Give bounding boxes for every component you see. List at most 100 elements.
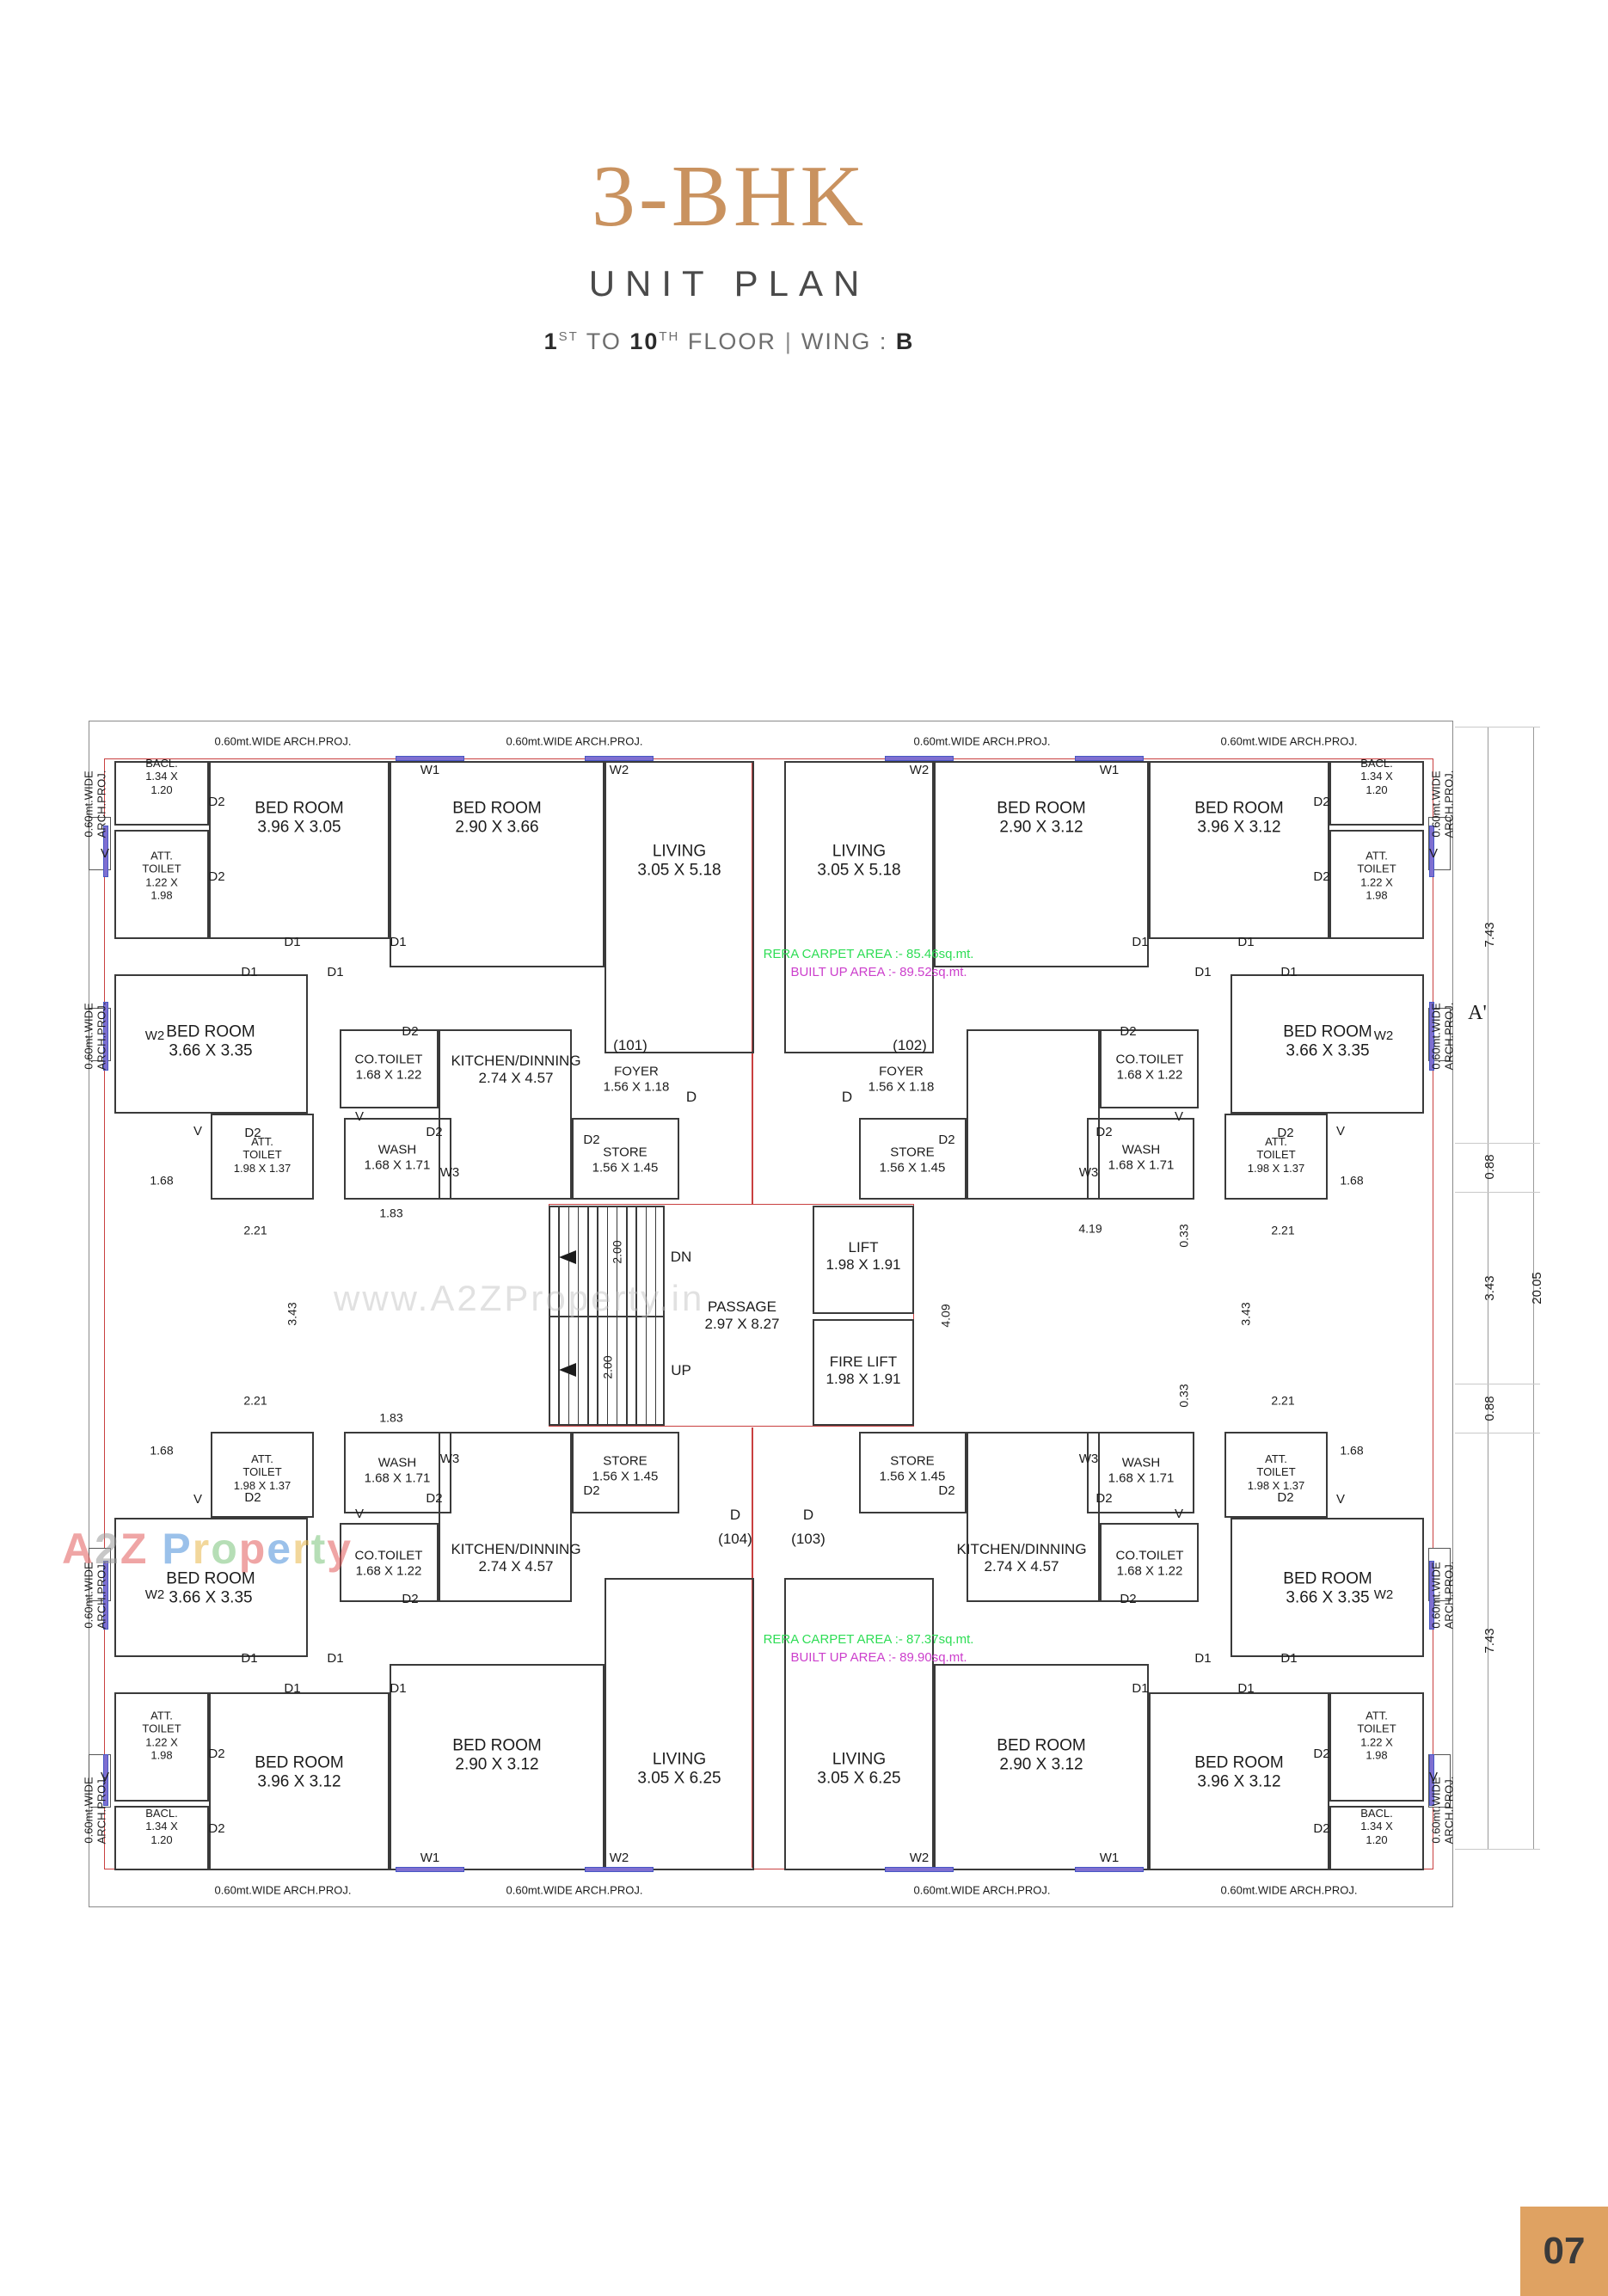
door-mark: D2 bbox=[1096, 1125, 1113, 1140]
floor-mid: TO bbox=[578, 328, 630, 354]
room-label-co-toilet-103: CO.TOILET 1.68 X 1.22 bbox=[1115, 1548, 1184, 1578]
floor-to-suffix: TH bbox=[659, 329, 680, 344]
archproj-label-side: 0.60mt.WIDE ARCH.PROJ. bbox=[1429, 770, 1456, 838]
vent-mark: V bbox=[100, 846, 110, 862]
door-mark: D1 bbox=[1194, 965, 1212, 980]
window-strip bbox=[585, 1867, 654, 1872]
door-mark: D2 bbox=[426, 1491, 443, 1507]
dim-label: 3.43 bbox=[285, 1302, 299, 1326]
unit-number-103: (103) bbox=[791, 1530, 825, 1547]
room-att-toilet-b-102 bbox=[1224, 1114, 1328, 1200]
window-mark: W1 bbox=[1099, 763, 1120, 778]
room-label-wash-103: WASH 1.68 X 1.71 bbox=[1108, 1455, 1175, 1485]
watermark-letter: o bbox=[211, 1525, 239, 1573]
door-mark: D2 bbox=[1096, 1491, 1113, 1507]
room-label-bacl-103: BACL. 1.34 X 1.20 bbox=[1360, 1807, 1393, 1846]
watermark-letter: p bbox=[238, 1525, 267, 1573]
door-mark: D2 bbox=[402, 1592, 419, 1607]
window-mark: W1 bbox=[1099, 1851, 1120, 1866]
archproj-label-side: 0.60mt.WIDE ARCH.PROJ. bbox=[1429, 1002, 1456, 1071]
note-builtup-102: BUILT UP AREA :- 89.52sq.mt. bbox=[790, 965, 967, 980]
window-mark: W2 bbox=[609, 763, 629, 778]
room-kitchen-102 bbox=[967, 1029, 1100, 1200]
archproj-label-side: 0.60mt.WIDE ARCH.PROJ. bbox=[82, 770, 108, 838]
window-strip bbox=[885, 1867, 954, 1872]
window-strip bbox=[1075, 756, 1144, 761]
window-mark: W3 bbox=[1078, 1165, 1099, 1181]
watermark-letter: r bbox=[292, 1525, 311, 1573]
room-label-att-toilet-a-101: ATT. TOILET 1.22 X 1.98 bbox=[142, 849, 181, 902]
room-wash-101 bbox=[344, 1118, 451, 1200]
chain-dim: 0.88 bbox=[1482, 1154, 1498, 1180]
window-strip bbox=[103, 1002, 108, 1071]
note-rera-102: RERA CARPET AREA :- 85.46sq.mt. bbox=[763, 947, 974, 962]
vent-mark: V bbox=[193, 1124, 203, 1139]
room-bedroom-3-101 bbox=[114, 974, 308, 1114]
vent-mark: V bbox=[1335, 1492, 1346, 1507]
vent-mark: V bbox=[1335, 1124, 1346, 1139]
room-store-104 bbox=[572, 1432, 679, 1513]
door-mark: D2 bbox=[583, 1133, 600, 1148]
stair-direction-arrow bbox=[559, 1250, 576, 1264]
room-label-co-toilet-102: CO.TOILET 1.68 X 1.22 bbox=[1115, 1052, 1184, 1082]
room-bedroom-2-102 bbox=[934, 761, 1149, 967]
chain-dim: 20.05 bbox=[1530, 1272, 1545, 1305]
chain-dim: 7.43 bbox=[1482, 922, 1498, 948]
room-label-bedroom-2-103: BED ROOM 2.90 X 3.12 bbox=[997, 1736, 1086, 1774]
door-mark: D1 bbox=[1132, 1681, 1149, 1697]
watermark-letter: Z bbox=[120, 1525, 149, 1573]
door-mark: D2 bbox=[938, 1483, 955, 1499]
vent-mark: V bbox=[1428, 1770, 1439, 1785]
room-bedroom-1-102 bbox=[1149, 761, 1329, 939]
dim-chain-line bbox=[1533, 727, 1534, 1849]
window-mark: W2 bbox=[1373, 1587, 1394, 1603]
vent-mark: V bbox=[193, 1492, 203, 1507]
room-label-bedroom-3-103: BED ROOM 3.66 X 3.35 bbox=[1283, 1569, 1372, 1607]
archproj-label-side: 0.60mt.WIDE ARCH.PROJ. bbox=[82, 1776, 108, 1845]
window-mark: W2 bbox=[144, 1028, 165, 1044]
room-label-fire-lift: FIRE LIFT 1.98 X 1.91 bbox=[825, 1353, 901, 1387]
door-mark: D2 bbox=[208, 1747, 225, 1762]
stair-landing-line bbox=[549, 1316, 665, 1317]
window-mark: W2 bbox=[1373, 1028, 1394, 1044]
chain-dim: 0.88 bbox=[1482, 1396, 1498, 1421]
room-bedroom-3-104 bbox=[114, 1518, 308, 1657]
archproj-label: 0.60mt.WIDE ARCH.PROJ. bbox=[913, 734, 1051, 748]
door-mark: D1 bbox=[241, 965, 258, 980]
room-bedroom-3-103 bbox=[1231, 1518, 1424, 1657]
dim-label: 1.68 bbox=[1340, 1173, 1364, 1188]
dim-label: 2.21 bbox=[1271, 1223, 1295, 1237]
room-kitchen-104 bbox=[439, 1432, 572, 1602]
building-red-line bbox=[104, 758, 1433, 1869]
room-store-102 bbox=[859, 1118, 967, 1200]
vent-mark: V bbox=[1174, 1507, 1184, 1522]
room-label-att-toilet-a-102: ATT. TOILET 1.22 X 1.98 bbox=[1357, 849, 1396, 902]
door-mark: D2 bbox=[244, 1126, 261, 1141]
room-store-101 bbox=[572, 1118, 679, 1200]
door-mark: D bbox=[841, 1088, 853, 1105]
dim-label: 0.33 bbox=[1176, 1224, 1191, 1248]
room-label-bedroom-1-103: BED ROOM 3.96 X 3.12 bbox=[1194, 1753, 1284, 1791]
window-mark: W1 bbox=[420, 763, 440, 778]
window-strip bbox=[396, 1867, 464, 1872]
room-bedroom-1-104 bbox=[209, 1692, 390, 1870]
room-att-toilet-b-101 bbox=[211, 1114, 314, 1200]
room-label-bacl-102: BACL. 1.34 X 1.20 bbox=[1360, 757, 1393, 796]
page-title: 3-BHK bbox=[591, 148, 868, 245]
room-label-co-toilet-101: CO.TOILET 1.68 X 1.22 bbox=[354, 1052, 423, 1082]
dim-label: 0.33 bbox=[1176, 1384, 1191, 1408]
floor-to: 10 bbox=[629, 328, 660, 354]
door-mark: D1 bbox=[327, 1651, 344, 1667]
room-label-store-104: STORE 1.56 X 1.45 bbox=[592, 1453, 659, 1483]
room-label-att-toilet-a-103: ATT. TOILET 1.22 X 1.98 bbox=[1357, 1709, 1396, 1762]
door-mark: D2 bbox=[1313, 1747, 1330, 1762]
chain-dim: 3.43 bbox=[1482, 1275, 1498, 1301]
window-mark: W1 bbox=[420, 1851, 440, 1866]
vent-mark: V bbox=[1428, 846, 1439, 862]
room-bedroom-2-101 bbox=[390, 761, 605, 967]
wing-value: B bbox=[895, 328, 915, 354]
door-mark: D2 bbox=[426, 1125, 443, 1140]
stair-dim: 2.00 bbox=[600, 1355, 615, 1379]
room-label-wash-101: WASH 1.68 X 1.71 bbox=[364, 1142, 431, 1172]
